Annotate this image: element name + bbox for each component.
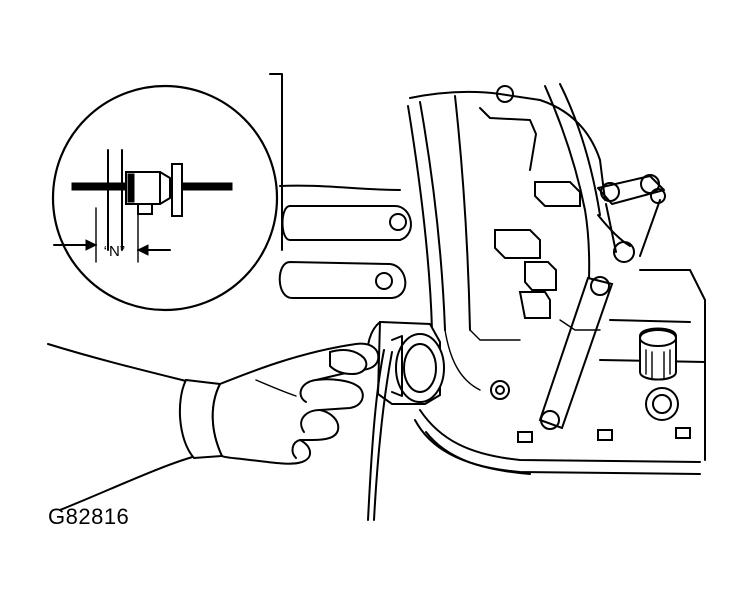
dimension-callout-label: “N” [104, 243, 125, 260]
housing-tabs [269, 73, 412, 299]
figure-id-label: G82816 [48, 504, 130, 529]
detail-magnifier: “N” [51, 84, 279, 312]
technician-hand [47, 342, 380, 511]
position-sensor [366, 320, 445, 521]
transmission-case [407, 83, 706, 475]
